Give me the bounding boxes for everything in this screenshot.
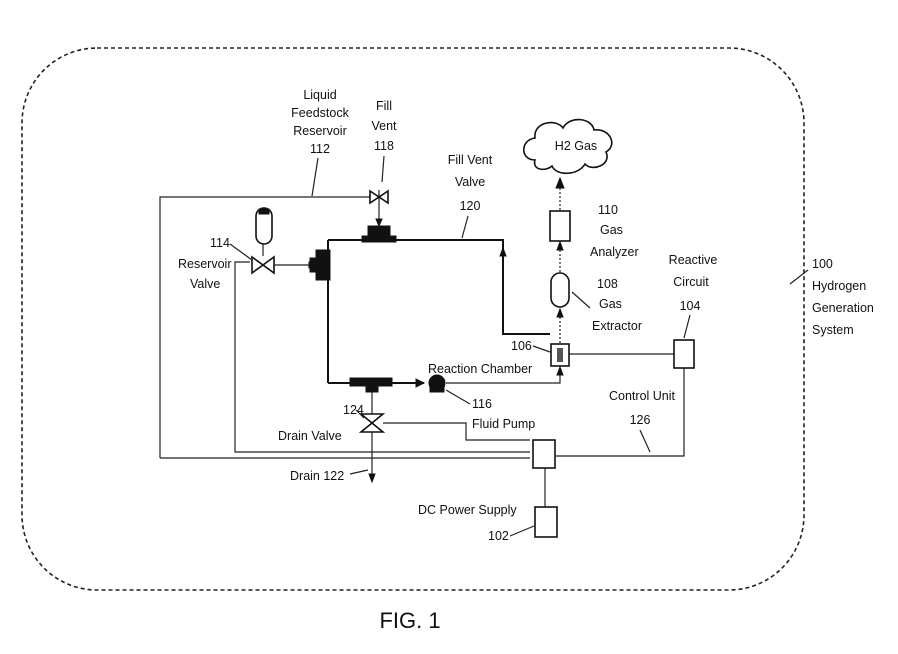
label-reservoir-valve: 114 Reservoir Valve xyxy=(178,236,232,291)
svg-text:Valve: Valve xyxy=(190,277,220,291)
fluid-pump-base xyxy=(430,387,444,392)
arrow-drain xyxy=(369,474,375,482)
label-reactive-circuit: Reactive Circuit 104 xyxy=(669,253,718,313)
svg-text:DC Power Supply: DC Power Supply xyxy=(418,503,517,517)
svg-text:Reactive: Reactive xyxy=(669,253,718,267)
reaction-chamber-core xyxy=(557,348,563,362)
label-gas-analyzer: 110 Gas Analyzer xyxy=(590,203,639,259)
label-reaction-chamber-number: 106 xyxy=(511,339,532,353)
label-dc-power-supply: DC Power Supply 102 xyxy=(418,503,517,543)
svg-text:System: System xyxy=(812,323,854,337)
reservoir-valve xyxy=(252,257,274,273)
h2-gas-label: H2 Gas xyxy=(555,139,597,153)
label-drain: Drain 122 xyxy=(290,469,344,483)
svg-text:Fluid Pump: Fluid Pump xyxy=(472,417,535,431)
svg-text:100: 100 xyxy=(812,257,833,271)
svg-text:Hydrogen: Hydrogen xyxy=(812,279,866,293)
feedstock-reservoir-cap xyxy=(259,209,269,214)
svg-text:Reservoir: Reservoir xyxy=(178,257,232,271)
drain-valve xyxy=(361,414,383,432)
label-control-unit: Control Unit 126 xyxy=(609,389,676,427)
svg-text:Feedstock: Feedstock xyxy=(291,106,349,120)
reactive-circuit xyxy=(674,340,694,368)
dc-power-supply xyxy=(535,507,557,537)
svg-text:Generation: Generation xyxy=(812,301,874,315)
svg-text:Drain Valve: Drain Valve xyxy=(278,429,342,443)
label-fill-vent: Fill Vent 118 xyxy=(371,99,397,153)
label-gas-extractor: 108 Gas Extractor xyxy=(592,277,642,333)
arrow-to-h2 xyxy=(556,178,564,188)
svg-text:Valve: Valve xyxy=(455,175,485,189)
svg-text:Vent: Vent xyxy=(371,119,397,133)
label-drain-valve: 124 Drain Valve xyxy=(278,403,364,443)
arrow-fill-vent xyxy=(376,219,382,226)
svg-text:116: 116 xyxy=(472,397,492,411)
fill-vent-valve-fitting xyxy=(368,226,390,236)
arrow-to-extractor xyxy=(557,309,563,317)
svg-text:112: 112 xyxy=(310,142,330,156)
svg-text:120: 120 xyxy=(460,199,481,213)
label-fluid-pump: 116 Fluid Pump xyxy=(472,397,535,431)
arrow-to-analyzer xyxy=(557,242,563,250)
system-boundary xyxy=(22,48,804,590)
svg-text:108: 108 xyxy=(597,277,618,291)
arrow-up-pipe xyxy=(500,248,506,256)
control-unit xyxy=(533,440,555,468)
svg-text:102: 102 xyxy=(488,529,509,543)
wire-circuit-to-control xyxy=(556,368,684,456)
label-liquid-feedstock-reservoir: Liquid Feedstock Reservoir 112 xyxy=(291,88,349,156)
figure-caption: FIG. 1 xyxy=(379,608,440,633)
pipe-main-top xyxy=(328,240,550,334)
svg-text:110: 110 xyxy=(598,203,618,217)
svg-text:Extractor: Extractor xyxy=(592,319,642,333)
gas-extractor xyxy=(551,273,569,307)
svg-text:Liquid: Liquid xyxy=(303,88,336,102)
svg-text:126: 126 xyxy=(630,413,651,427)
tee-fitting-bottom-stem xyxy=(366,384,378,392)
svg-text:Gas: Gas xyxy=(600,223,623,237)
svg-text:Circuit: Circuit xyxy=(673,275,709,289)
arrow-to-pump xyxy=(416,379,424,387)
svg-text:Control Unit: Control Unit xyxy=(609,389,676,403)
svg-text:Fill: Fill xyxy=(376,99,392,113)
label-fill-vent-valve: Fill Vent Valve 120 xyxy=(448,153,493,213)
gas-analyzer xyxy=(550,211,570,241)
svg-text:Gas: Gas xyxy=(599,297,622,311)
svg-text:114: 114 xyxy=(210,236,230,250)
svg-text:Reservoir: Reservoir xyxy=(293,124,347,138)
svg-text:104: 104 xyxy=(680,299,701,313)
label-reaction-chamber: Reaction Chamber xyxy=(428,362,532,376)
svg-text:118: 118 xyxy=(374,139,394,153)
tee-fitting-left-stub xyxy=(310,258,318,272)
svg-text:Fill Vent: Fill Vent xyxy=(448,153,493,167)
svg-text:Analyzer: Analyzer xyxy=(590,245,639,259)
label-hydrogen-generation-system: 100 Hydrogen Generation System xyxy=(812,257,874,337)
fill-vent-valve-fitting-base xyxy=(362,236,396,242)
arrow-into-chamber xyxy=(557,367,563,375)
